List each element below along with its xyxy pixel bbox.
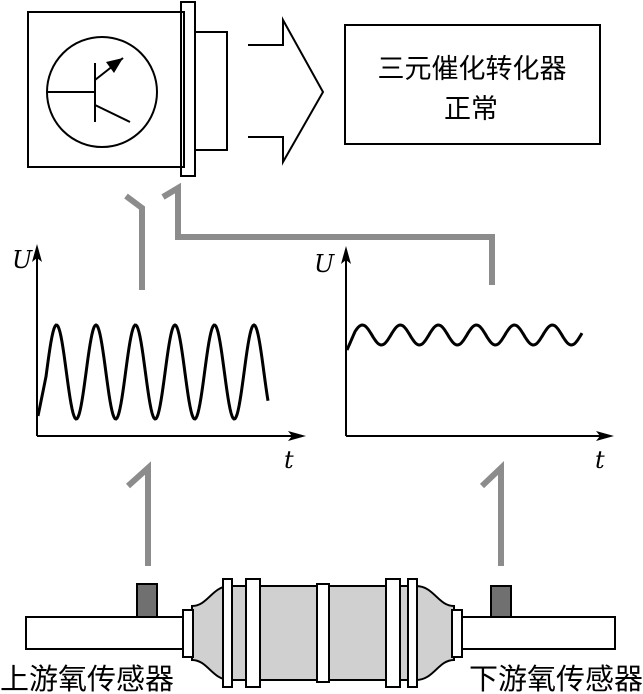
ecu-unit <box>27 1 228 177</box>
downstream-y-label: U <box>314 250 335 278</box>
status-line-1: 三元催化转化器 <box>378 54 567 85</box>
downstream-sensor-tip <box>490 585 512 618</box>
upstream-sensor-label: 上游氧传感器 <box>0 662 174 694</box>
connector-downstream-sensor <box>479 461 504 566</box>
outlet-neck-flange <box>451 609 463 658</box>
connector-upstream-sensor <box>125 461 151 566</box>
outlet-pipe <box>454 616 616 650</box>
downstream-graph: U t <box>314 246 614 474</box>
output-arrow <box>248 16 325 166</box>
exhaust-assembly <box>25 578 616 688</box>
ecu-connector-plug <box>194 31 228 151</box>
converter-flange-center <box>316 583 330 683</box>
downstream-signal-wave <box>345 323 584 351</box>
converter-flange-right-outer <box>407 578 418 688</box>
converter-flange-right-inner <box>385 578 401 688</box>
connector-downstream-to-ecu <box>161 182 495 285</box>
upstream-sensor-tip <box>136 583 158 618</box>
transistor-icon <box>46 57 131 123</box>
signal-connectors <box>124 182 504 566</box>
converter-flange-left-inner <box>245 578 261 688</box>
status-line-2: 正常 <box>444 94 498 125</box>
upstream-graph: U t <box>12 244 306 474</box>
upstream-y-label: U <box>12 246 33 274</box>
status-box <box>344 24 601 145</box>
connector-upstream-to-ecu <box>124 193 145 290</box>
inlet-neck-flange <box>182 609 194 658</box>
converter-flange-left-outer <box>222 578 233 688</box>
downstream-sensor-label: 下游氧传感器 <box>469 662 643 694</box>
outlet-cone <box>415 584 455 682</box>
inlet-pipe <box>25 616 192 650</box>
ecu-box <box>27 11 185 168</box>
upstream-x-label: t <box>284 446 294 474</box>
downstream-x-label: t <box>595 446 605 474</box>
upstream-signal-wave <box>36 323 270 421</box>
